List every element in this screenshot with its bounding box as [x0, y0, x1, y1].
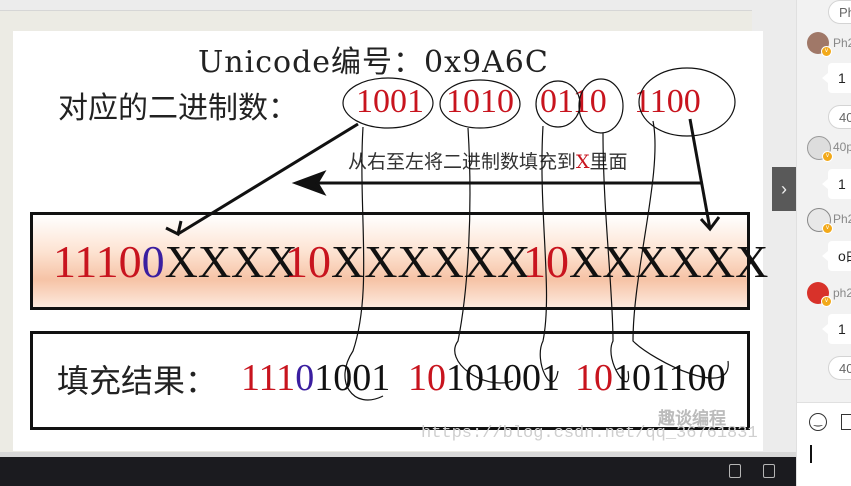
- result-byte-3: 10101100: [575, 357, 726, 399]
- fullscreen-icon[interactable]: [763, 464, 775, 478]
- avatar[interactable]: v: [807, 282, 832, 307]
- image-upload-icon[interactable]: [841, 414, 851, 430]
- message-bubble: o由: [822, 241, 851, 271]
- result-label: 填充结果：: [57, 362, 218, 400]
- username: ph2: [833, 286, 851, 300]
- message-bubble: 1: [822, 63, 851, 93]
- template-byte-2: 10XXXXXX: [285, 236, 531, 287]
- binary-group-2: 1010: [446, 83, 514, 120]
- emoji-icon[interactable]: ‿: [809, 413, 827, 431]
- template-byte-1: 11100XXXX: [53, 236, 298, 287]
- avatar[interactable]: v: [807, 32, 832, 57]
- template-byte-3: 10XXXXXX: [523, 236, 769, 287]
- video-player[interactable]: Unicode编号：0x9A6C 对应的二进制数： 1001 1010 0110…: [0, 0, 796, 486]
- message-bubble: 1: [822, 169, 851, 199]
- verified-badge-icon: v: [822, 223, 833, 234]
- message-pill: 40: [828, 356, 851, 380]
- binary-group-3: 0110: [540, 83, 607, 120]
- username: Ph2: [833, 36, 851, 50]
- verified-badge-icon: v: [822, 151, 833, 162]
- chat-panel: Ph v Ph2 1 40 v 40p 1 v Ph2 o由 v ph2 1 4…: [796, 0, 851, 486]
- binary-group-1: 1001: [356, 83, 424, 120]
- watermark: 趣谈编程: [658, 409, 726, 428]
- utf8-template-box: 11100XXXX 10XXXXXX 10XXXXXX: [30, 212, 768, 310]
- source-url: https://blog.csdn.net/qq_36761831: [421, 424, 758, 443]
- slide-frame: Unicode编号：0x9A6C 对应的二进制数： 1001 1010 0110…: [0, 10, 768, 457]
- hand-drawn-annotations: [165, 67, 736, 401]
- result-byte-2: 10101001: [408, 357, 560, 399]
- verified-badge-icon: v: [821, 46, 832, 57]
- username: Ph2: [833, 212, 851, 226]
- player-controls: [0, 457, 796, 486]
- message-pill: 40: [828, 105, 851, 129]
- username: 40p: [833, 140, 851, 154]
- next-button[interactable]: ›: [772, 167, 796, 211]
- verified-badge-icon: v: [821, 296, 832, 307]
- text-caret: [810, 445, 812, 463]
- binary-label: 对应的二进制数：: [58, 91, 298, 126]
- slide-title: Unicode编号：0x9A6C: [198, 45, 549, 80]
- slide-footer-strip: [0, 452, 796, 457]
- result-byte-1: 11101001: [241, 357, 391, 399]
- fill-result-box: 填充结果： 11101001 10101001 10101100: [30, 331, 750, 430]
- message-bubble: 1: [822, 314, 851, 344]
- binary-group-4: 1100: [634, 83, 701, 120]
- fill-hint: 从右至左将二进制数填充到X里面: [348, 151, 628, 173]
- chat-input-area[interactable]: ‿: [797, 402, 851, 486]
- window-mode-icon[interactable]: [729, 464, 741, 478]
- avatar[interactable]: v: [807, 208, 833, 234]
- message-pill: Ph: [828, 0, 851, 24]
- slide: Unicode编号：0x9A6C 对应的二进制数： 1001 1010 0110…: [13, 31, 768, 451]
- avatar[interactable]: v: [807, 136, 833, 162]
